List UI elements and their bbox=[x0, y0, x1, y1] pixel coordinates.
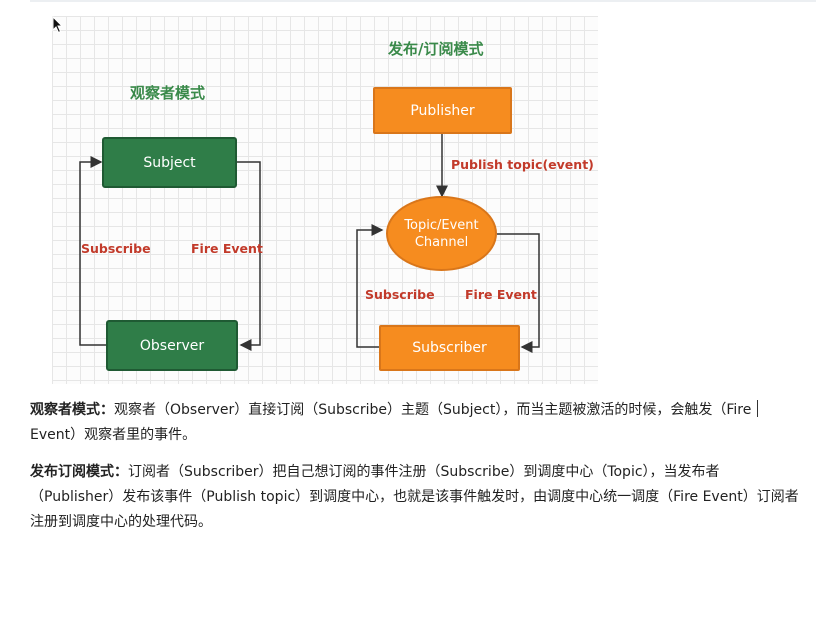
observer-node: Observer bbox=[106, 320, 238, 371]
pubsub-pattern-title: 发布/订阅模式 bbox=[388, 40, 484, 58]
diagram-edges bbox=[79, 134, 540, 353]
publish-topic-label: Publish topic(event) bbox=[451, 157, 594, 172]
observer-description-term: 观察者模式： bbox=[30, 402, 114, 418]
pattern-diagram: 观察者模式 发布/订阅模式 Subject Observer Subscribe… bbox=[52, 16, 598, 384]
pubsub-fire-event-label: Fire Event bbox=[465, 287, 537, 302]
pubsub-description-term: 发布订阅模式： bbox=[30, 464, 128, 480]
observer-description-text-2: Event）观察者里的事件。 bbox=[30, 427, 197, 443]
pubsub-subscribe-edge bbox=[356, 224, 384, 348]
observer-fire-event-label: Fire Event bbox=[191, 241, 263, 256]
channel-label-line-1: Topic/Event bbox=[404, 217, 479, 233]
text-caret bbox=[756, 400, 758, 417]
mouse-cursor-icon bbox=[52, 16, 64, 34]
publisher-node: Publisher bbox=[373, 87, 512, 134]
observer-description: 观察者模式：观察者（Observer）直接订阅（Subscribe）主题（Sub… bbox=[30, 398, 800, 448]
observer-description-text-1: 观察者（Observer）直接订阅（Subscribe）主题（Subject），… bbox=[114, 402, 756, 418]
observer-fire-event-edge bbox=[236, 161, 261, 351]
top-divider bbox=[30, 0, 816, 2]
subscriber-node: Subscriber bbox=[379, 325, 520, 371]
observer-subscribe-label: Subscribe bbox=[81, 241, 151, 256]
observer-pattern-title: 观察者模式 bbox=[130, 84, 206, 102]
observer-subscribe-edge bbox=[79, 156, 106, 346]
channel-label-line-2: Channel bbox=[414, 234, 469, 250]
pubsub-description-text: 订阅者（Subscriber）把自己想订阅的事件注册（Subscribe）到调度… bbox=[30, 464, 799, 530]
pubsub-subscribe-label: Subscribe bbox=[365, 287, 435, 302]
subject-node: Subject bbox=[102, 137, 237, 188]
topic-event-channel-node: Topic/Event Channel bbox=[386, 196, 497, 271]
pubsub-description: 发布订阅模式：订阅者（Subscriber）把自己想订阅的事件注册（Subscr… bbox=[30, 460, 800, 535]
pubsub-fire-event-edge bbox=[497, 233, 540, 353]
